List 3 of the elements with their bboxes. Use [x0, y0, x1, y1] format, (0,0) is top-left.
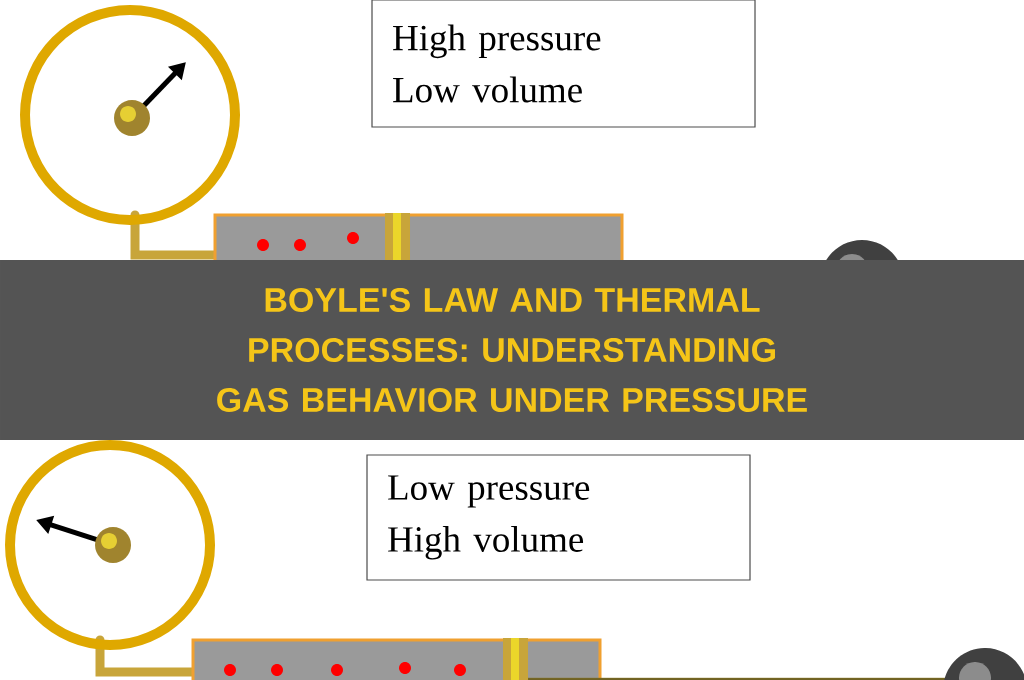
title-banner: BOYLE'S LAW AND THERMAL PROCESSES: UNDERSTANDING GAS BEHAVIOR UNDER PRESSURE	[0, 260, 1024, 440]
label-box: Low pressure High volume	[366, 454, 751, 581]
label-box: High pressure Low volume	[371, 0, 756, 128]
